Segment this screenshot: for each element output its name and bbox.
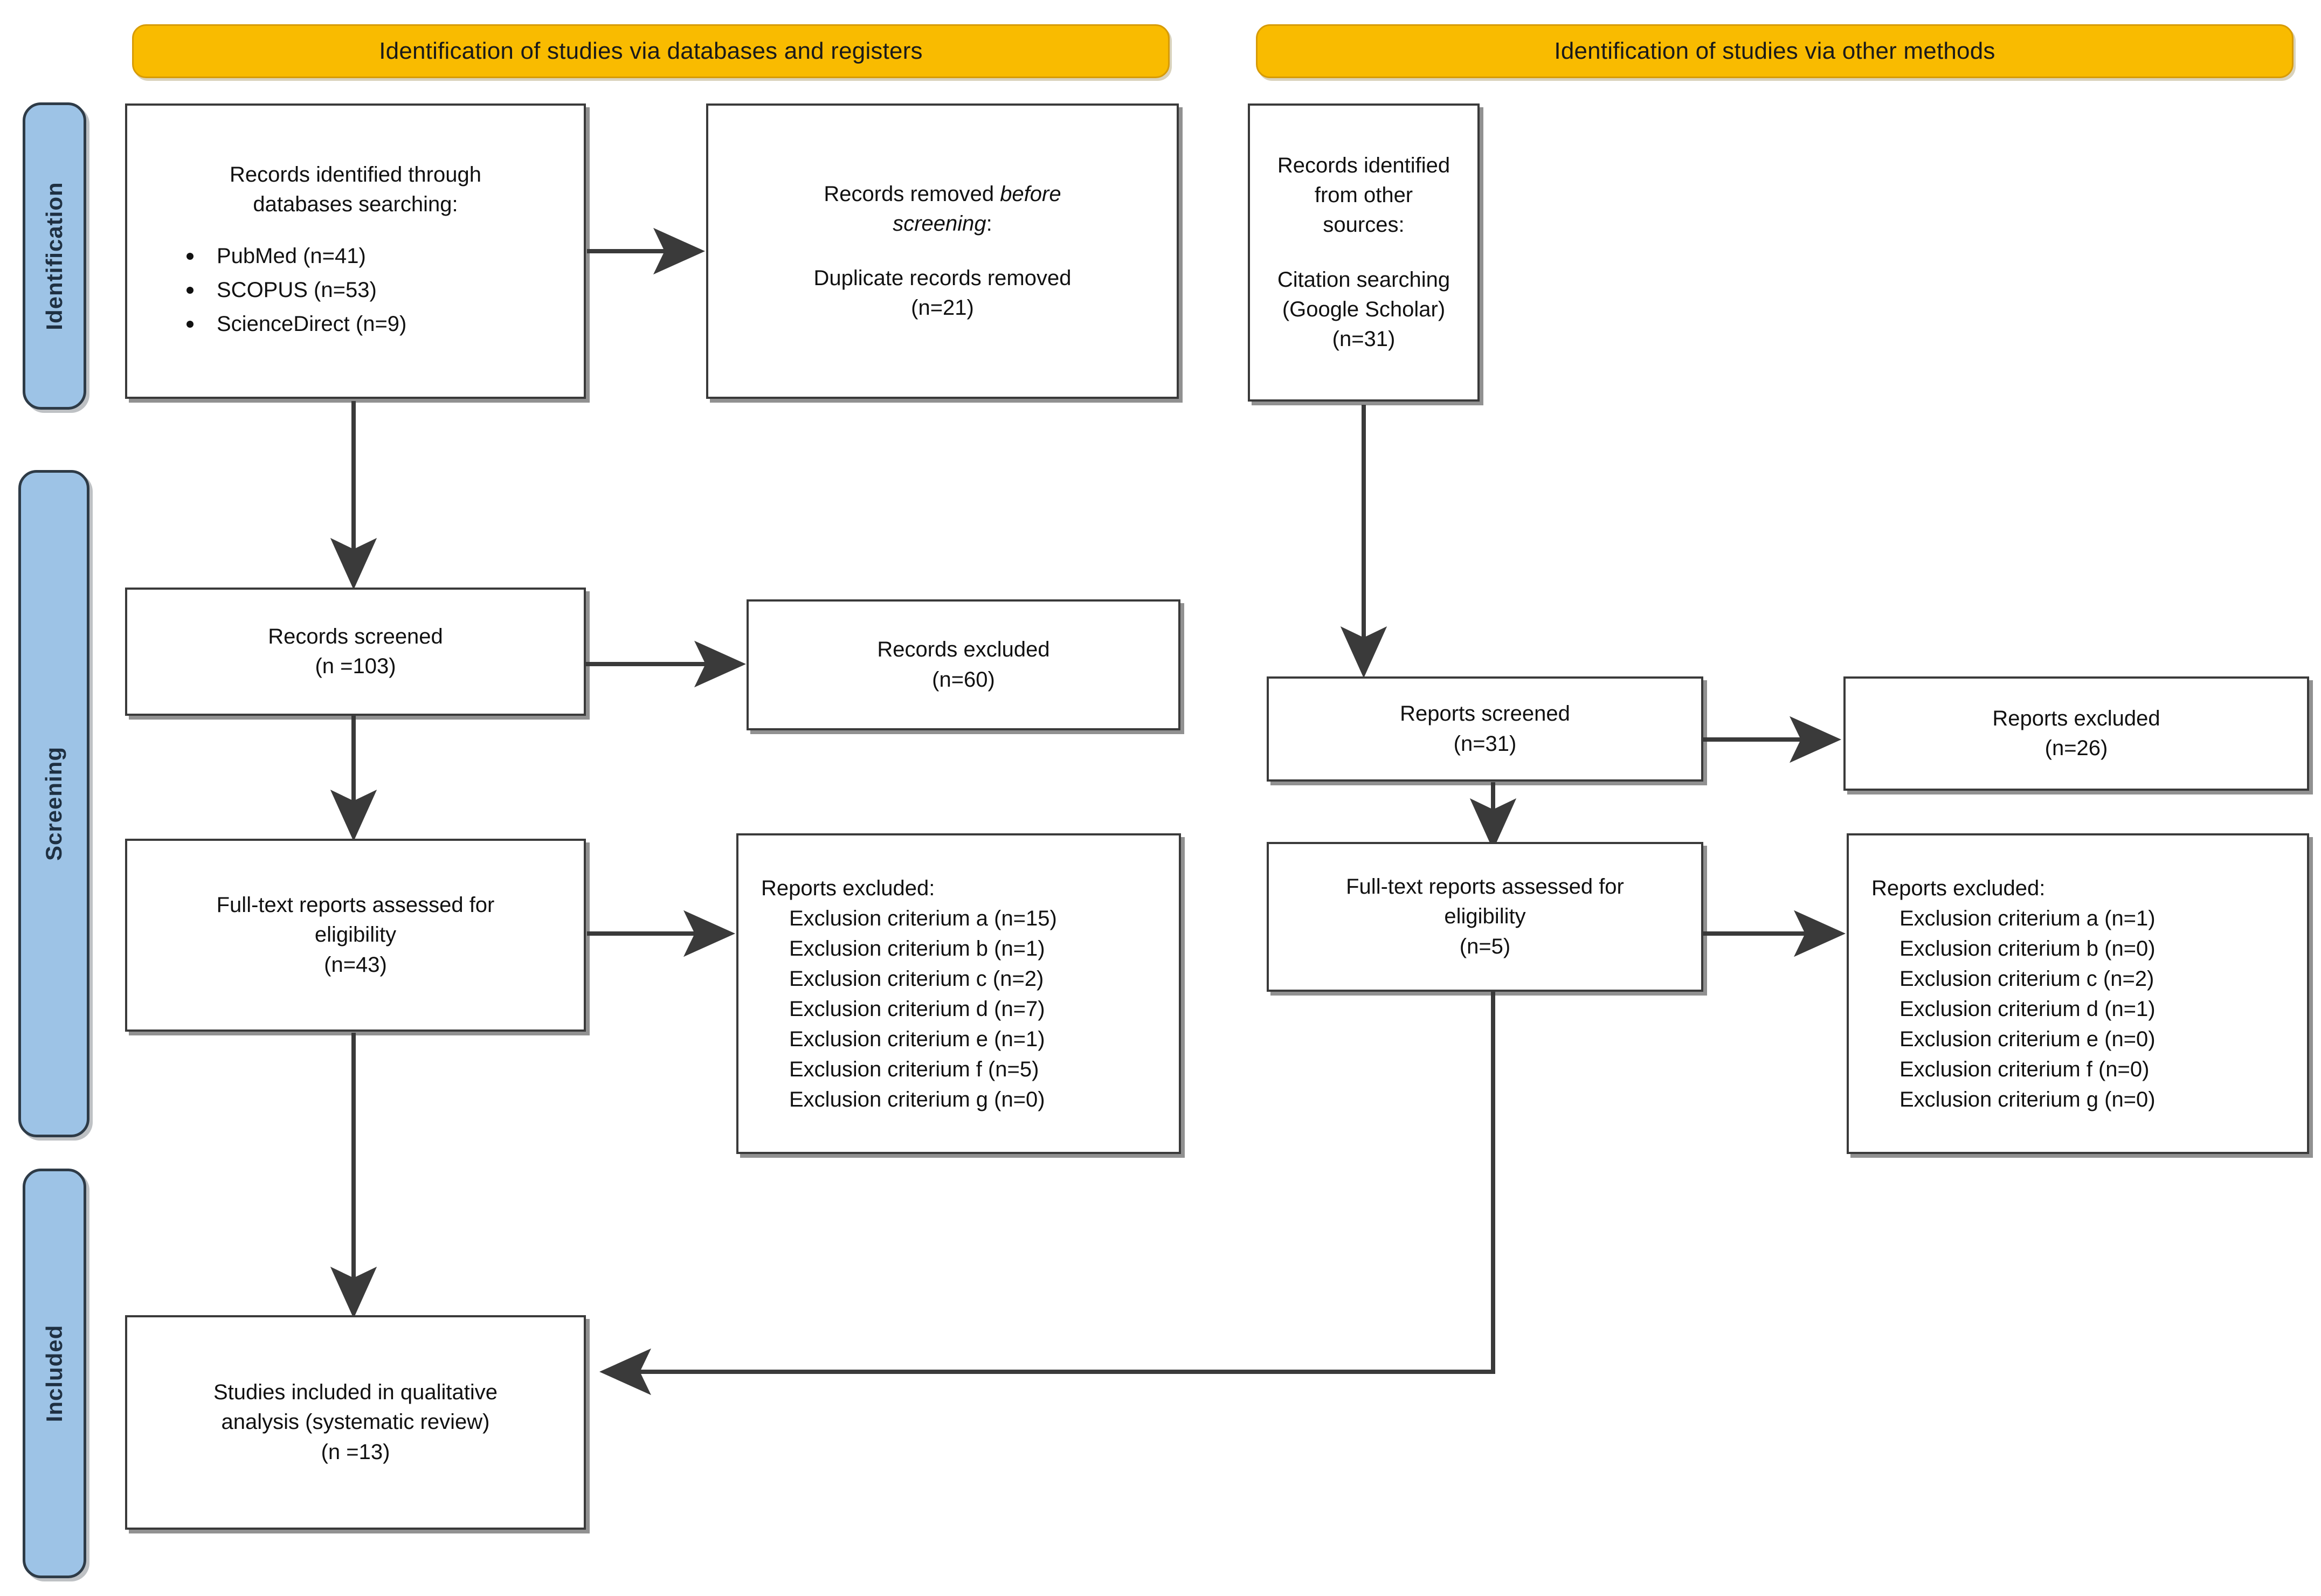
records-identified-source-list: PubMed (n=41) SCOPUS (n=53) ScienceDirec… xyxy=(146,241,565,339)
banner-databases-registers: Identification of studies via databases … xyxy=(132,24,1170,78)
sidebar-item-screening-label: Screening xyxy=(41,746,66,861)
list-item: Exclusion criterium c (n=2) xyxy=(1899,966,2154,991)
list-item: Exclusion criterium c (n=2) xyxy=(789,966,1044,991)
box-studies-included: Studies included in qualitative analysis… xyxy=(125,1315,586,1530)
sidebar-item-included-label: Included xyxy=(42,1324,67,1422)
records-removed-line2-plain: : xyxy=(986,211,992,236)
records-excluded-line1: Records excluded xyxy=(877,638,1050,662)
banner-databases-label: Identification of studies via databases … xyxy=(379,38,923,64)
box-fulltext-assessed-left: Full-text reports assessed for eligibili… xyxy=(125,839,586,1032)
box-reports-screened: Reports screened (n=31) xyxy=(1267,676,1703,782)
sidebar-item-identification-label: Identification xyxy=(42,182,67,330)
records-removed-line1-italic: before xyxy=(1000,182,1061,206)
records-screened-line2: (n =103) xyxy=(315,654,396,678)
box-reports-excluded-top-right: Reports excluded (n=26) xyxy=(1843,676,2309,791)
fulltext-right-line3: (n=5) xyxy=(1459,934,1511,958)
banner-other-methods-label: Identification of studies via other meth… xyxy=(1554,38,1995,64)
other-identified-line5: (n=31) xyxy=(1332,327,1396,351)
list-item: Exclusion criterium b (n=1) xyxy=(789,936,1045,961)
sidebar-item-screening: Screening xyxy=(18,470,89,1137)
fulltext-right-line2: eligibility xyxy=(1444,904,1526,929)
box-records-identified-databases: Records identified through databases sea… xyxy=(125,103,586,399)
records-removed-line3: Duplicate records removed xyxy=(813,266,1072,290)
list-item: Exclusion criterium e (n=1) xyxy=(789,1027,1045,1051)
list-item: Exclusion criterium d (n=1) xyxy=(1899,997,2156,1021)
list-item: Exclusion criterium f (n=0) xyxy=(1899,1057,2150,1081)
reports-excluded-top-line2: (n=26) xyxy=(2044,736,2108,760)
sidebar-item-included: Included xyxy=(23,1169,86,1578)
box-records-screened: Records screened (n =103) xyxy=(125,588,586,716)
list-item: Exclusion criterium a (n=1) xyxy=(1899,906,2156,930)
records-removed-line1-plain: Records removed xyxy=(824,182,1000,206)
sidebar-item-identification: Identification xyxy=(23,102,86,410)
reports-excluded-left-list: Exclusion criterium a (n=15) Exclusion c… xyxy=(761,903,1179,1115)
list-item: ScienceDirect (n=9) xyxy=(177,309,565,340)
studies-included-line3: (n =13) xyxy=(321,1440,390,1464)
other-identified-line3: Citation searching xyxy=(1277,267,1450,292)
records-removed-line2-italic: screening xyxy=(893,211,986,236)
box-records-identified-other: Records identified from other sources: C… xyxy=(1248,103,1480,402)
other-identified-line2: sources: xyxy=(1323,213,1405,237)
records-identified-title-line1: Records identified through xyxy=(230,162,481,186)
reports-excluded-top-line1: Reports excluded xyxy=(1992,706,2160,730)
studies-included-line2: analysis (systematic review) xyxy=(221,1410,490,1434)
records-excluded-line2: (n=60) xyxy=(932,667,995,692)
reports-excluded-right-list: Exclusion criterium a (n=1) Exclusion cr… xyxy=(1871,903,2307,1115)
studies-included-line1: Studies included in qualitative xyxy=(213,1380,498,1405)
list-item: SCOPUS (n=53) xyxy=(177,275,565,306)
other-identified-spacer xyxy=(1268,240,1459,265)
records-removed-line4: (n=21) xyxy=(911,296,974,320)
box-fulltext-assessed-right: Full-text reports assessed for eligibili… xyxy=(1267,842,1703,992)
records-removed-line1: Records removed before xyxy=(727,179,1158,209)
fulltext-left-line3: (n=43) xyxy=(324,952,387,977)
list-item: Exclusion criterium b (n=0) xyxy=(1899,936,2156,961)
list-item: Exclusion criterium e (n=0) xyxy=(1899,1027,2156,1051)
records-removed-line2: screening: xyxy=(727,209,1158,239)
banner-other-methods: Identification of studies via other meth… xyxy=(1256,24,2294,78)
connector-rfulltext-to-included xyxy=(599,991,1495,1395)
list-item: PubMed (n=41) xyxy=(177,241,565,272)
reports-screened-line2: (n=31) xyxy=(1453,731,1517,756)
box-records-excluded: Records excluded (n=60) xyxy=(747,599,1180,730)
list-item: Exclusion criterium f (n=5) xyxy=(789,1057,1039,1081)
records-screened-line1: Records screened xyxy=(268,624,443,648)
fulltext-right-line1: Full-text reports assessed for xyxy=(1346,875,1624,899)
fulltext-left-line2: eligibility xyxy=(314,923,397,947)
other-identified-line4: (Google Scholar) xyxy=(1282,297,1446,321)
reports-excluded-left-heading: Reports excluded: xyxy=(761,876,935,900)
box-reports-excluded-right: Reports excluded: Exclusion criterium a … xyxy=(1847,833,2309,1154)
list-item: Exclusion criterium a (n=15) xyxy=(789,906,1057,930)
records-identified-title-line2: databases searching: xyxy=(253,192,458,216)
reports-excluded-right-heading: Reports excluded: xyxy=(1871,876,2046,900)
box-reports-excluded-left: Reports excluded: Exclusion criterium a … xyxy=(736,833,1181,1154)
box-records-removed-before-screening: Records removed before screening: Duplic… xyxy=(706,103,1179,399)
list-item: Exclusion criterium g (n=0) xyxy=(1899,1087,2156,1111)
other-identified-line1: Records identified from other xyxy=(1277,153,1450,208)
fulltext-left-line1: Full-text reports assessed for xyxy=(216,893,495,917)
list-item: Exclusion criterium d (n=7) xyxy=(789,997,1045,1021)
records-removed-spacer xyxy=(727,239,1158,264)
list-item: Exclusion criterium g (n=0) xyxy=(789,1087,1045,1111)
reports-screened-line1: Reports screened xyxy=(1400,702,1570,726)
